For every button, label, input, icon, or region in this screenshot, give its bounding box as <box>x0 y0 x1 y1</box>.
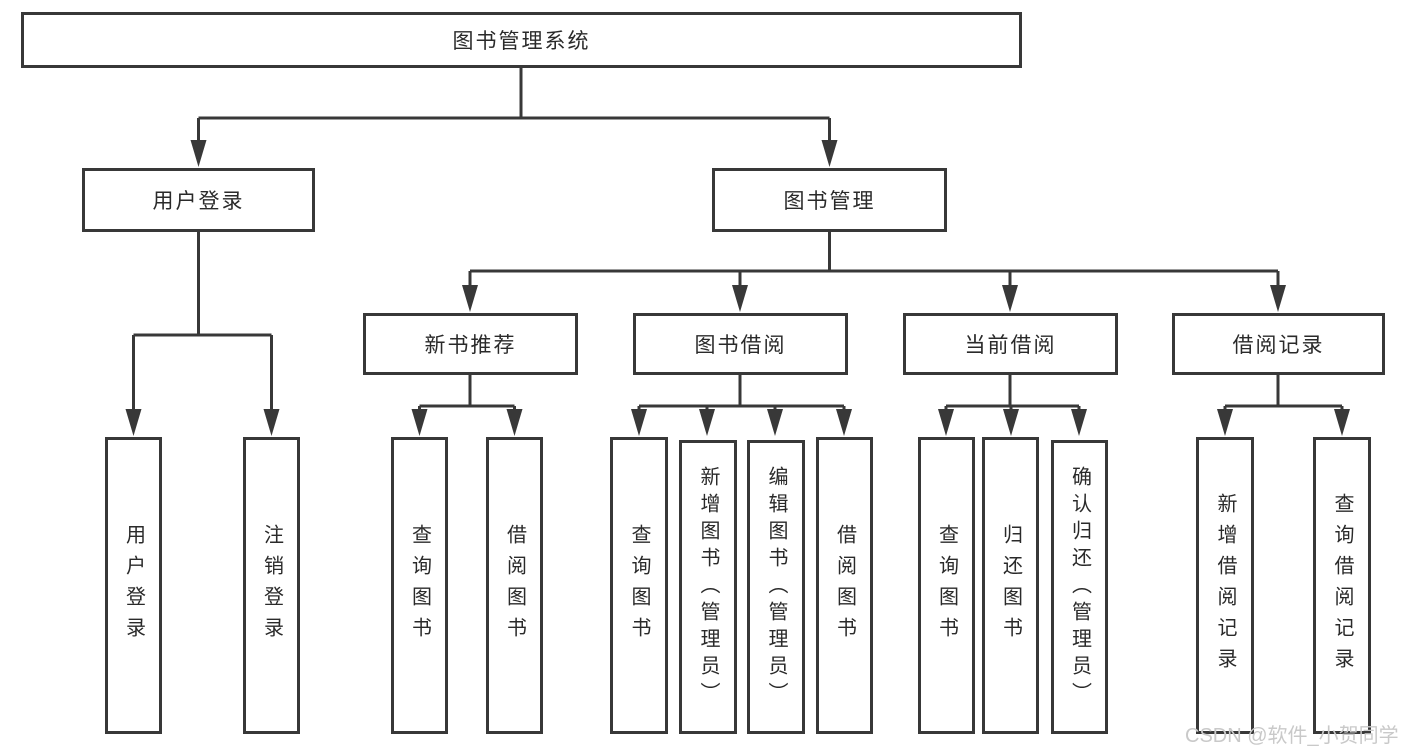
node-query-books-current: 查询图书 <box>918 437 975 734</box>
node-current-borrowing: 当前借阅 <box>903 313 1118 375</box>
node-user-login-label: 用户登录 <box>152 190 245 213</box>
node-query-books-current-label: 查询图书 <box>935 523 958 648</box>
node-add-borrow-record-label: 新增借阅记录 <box>1214 492 1236 679</box>
node-logout: 注销登录 <box>243 437 300 734</box>
node-confirm-return-admin: 确认归还（管理员） <box>1051 440 1108 734</box>
node-edit-books-admin-label: 编辑图书（管理员） <box>765 465 787 709</box>
node-new-book-recommend-label: 新书推荐 <box>424 334 517 357</box>
node-borrowing-records-label: 借阅记录 <box>1232 334 1325 357</box>
node-add-borrow-record: 新增借阅记录 <box>1196 437 1254 734</box>
node-borrow-books-borrowing: 借阅图书 <box>816 437 873 734</box>
node-logout-label: 注销登录 <box>260 523 283 648</box>
node-book-borrowing: 图书借阅 <box>633 313 848 375</box>
node-new-book-recommend: 新书推荐 <box>363 313 578 375</box>
node-borrow-books-borrowing-label: 借阅图书 <box>833 523 856 648</box>
node-book-management: 图书管理 <box>712 168 947 232</box>
node-user-login-leaf-label: 用户登录 <box>122 523 145 648</box>
arrowheads <box>125 140 1350 436</box>
node-query-books-recommend-label: 查询图书 <box>408 523 431 648</box>
node-edit-books-admin: 编辑图书（管理员） <box>747 440 805 734</box>
node-book-management-label: 图书管理 <box>783 190 876 213</box>
node-query-books-borrowing: 查询图书 <box>610 437 668 734</box>
node-root-label: 图书管理系统 <box>452 30 591 53</box>
csdn-watermark: CSDN @软件_小贺同学 <box>1185 725 1399 747</box>
node-query-books-recommend: 查询图书 <box>391 437 448 734</box>
node-book-borrowing-label: 图书借阅 <box>694 334 787 357</box>
node-return-books: 归还图书 <box>982 437 1039 734</box>
node-query-books-borrowing-label: 查询图书 <box>628 523 650 648</box>
node-borrow-books-recommend-label: 借阅图书 <box>503 523 526 648</box>
node-borrowing-records: 借阅记录 <box>1172 313 1385 375</box>
node-root: 图书管理系统 <box>21 12 1022 68</box>
node-borrow-books-recommend: 借阅图书 <box>486 437 543 734</box>
node-query-borrow-record: 查询借阅记录 <box>1313 437 1371 734</box>
connector-strokes <box>132 68 1344 430</box>
node-current-borrowing-label: 当前借阅 <box>964 334 1057 357</box>
node-user-login-leaf: 用户登录 <box>105 437 162 734</box>
node-user-login: 用户登录 <box>82 168 315 232</box>
node-add-books-admin-label: 新增图书（管理员） <box>697 465 719 709</box>
node-query-borrow-record-label: 查询借阅记录 <box>1331 492 1353 679</box>
node-confirm-return-admin-label: 确认归还（管理员） <box>1068 465 1091 709</box>
node-return-books-label: 归还图书 <box>999 523 1022 648</box>
node-add-books-admin: 新增图书（管理员） <box>679 440 737 734</box>
